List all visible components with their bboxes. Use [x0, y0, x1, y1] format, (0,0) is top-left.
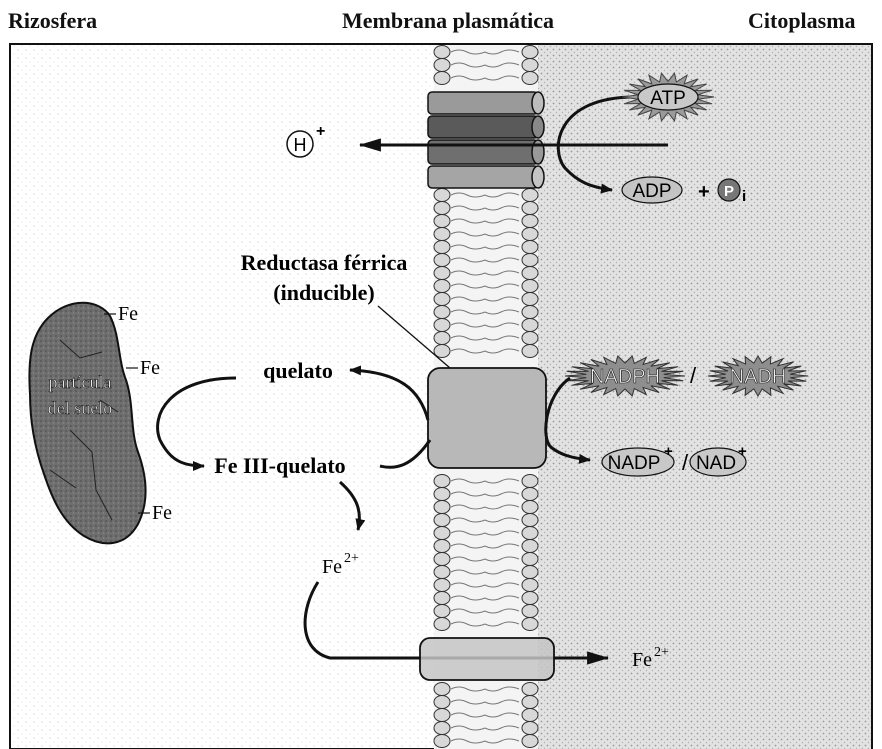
lipid-head: [522, 553, 538, 566]
lipid-head: [522, 696, 538, 709]
lipid-head: [434, 202, 450, 215]
particle-label-1: partícula: [49, 372, 112, 392]
lipid-head: [434, 228, 450, 241]
lipid-head: [522, 254, 538, 267]
lipid-head: [522, 345, 538, 358]
lipid-head: [434, 215, 450, 228]
lipid-head: [434, 592, 450, 605]
fe2-transported-label: Fe: [632, 649, 652, 671]
lipid-head: [522, 514, 538, 527]
lipid-head: [434, 280, 450, 293]
lipid-head: [522, 605, 538, 618]
lipid-head: [434, 527, 450, 540]
lipid-head: [522, 475, 538, 488]
lipid-head: [522, 215, 538, 228]
lipid-head: [434, 566, 450, 579]
nad-label: NAD: [696, 453, 736, 474]
fe-label-1: Fe: [118, 303, 138, 325]
fe2-charge: 2+: [344, 551, 359, 566]
lipid-head: [522, 566, 538, 579]
proton-symbol: H: [294, 135, 307, 155]
product-separator: /: [682, 450, 689, 475]
lipid-head: [522, 267, 538, 280]
lipid-head: [434, 501, 450, 514]
atp-label: ATP: [650, 88, 686, 109]
lipid-head: [434, 319, 450, 332]
chelate-label: quelato: [263, 358, 333, 383]
fe3-chelate-label: Fe III-quelato: [214, 453, 345, 478]
lipid-head: [522, 735, 538, 748]
lipid-head: [522, 59, 538, 72]
fe2-label: Fe: [322, 556, 342, 578]
reductase-label-2: (inducible): [273, 280, 374, 305]
cytoplasm-region: [538, 45, 871, 749]
lipid-head: [434, 475, 450, 488]
lipid-head: [434, 46, 450, 59]
lipid-head: [434, 59, 450, 72]
adp-label: ADP: [632, 181, 671, 202]
lipid-head: [522, 722, 538, 735]
lipid-head: [434, 267, 450, 280]
nad-charge: +: [738, 443, 747, 460]
lipid-head: [522, 202, 538, 215]
lipid-head: [522, 241, 538, 254]
lipid-head: [434, 540, 450, 553]
lipid-head: [522, 72, 538, 85]
lipid-head: [522, 293, 538, 306]
fe-label-3: Fe: [152, 502, 172, 524]
lipid-head: [522, 488, 538, 501]
lipid-head: [434, 332, 450, 345]
lipid-head: [434, 293, 450, 306]
lipid-head: [522, 501, 538, 514]
lipid-head: [522, 592, 538, 605]
reductase-label-1: Reductasa férrica: [241, 250, 408, 275]
lipid-head: [522, 618, 538, 631]
lipid-head: [434, 306, 450, 319]
donor-separator: /: [690, 363, 697, 388]
ferric-reductase: [428, 368, 546, 468]
proton-pump: [428, 92, 544, 188]
lipid-head: [434, 618, 450, 631]
lipid-head: [522, 319, 538, 332]
nadp-charge: +: [664, 443, 673, 460]
lipid-head: [434, 683, 450, 696]
lipid-head: [522, 332, 538, 345]
lipid-head: [434, 605, 450, 618]
lipid-head: [434, 709, 450, 722]
nadph-label: NADPH: [590, 366, 660, 388]
lipid-head: [522, 527, 538, 540]
lipid-head: [522, 46, 538, 59]
fe2-transported-charge: 2+: [654, 645, 669, 660]
lipid-head: [522, 579, 538, 592]
lipid-head: [434, 514, 450, 527]
lipid-head: [522, 683, 538, 696]
lipid-head: [434, 579, 450, 592]
lipid-head: [522, 228, 538, 241]
fe2-transporter: [420, 638, 554, 680]
lipid-head: [434, 488, 450, 501]
lipid-head: [434, 72, 450, 85]
lipid-head: [434, 696, 450, 709]
lipid-head: [522, 189, 538, 202]
lipid-head: [522, 540, 538, 553]
nadp-label: NADP: [608, 453, 661, 474]
lipid-head: [434, 241, 450, 254]
phosphate-subscript: i: [742, 188, 746, 205]
lipid-head: [522, 280, 538, 293]
fe-label-2: Fe: [140, 357, 160, 379]
lipid-head: [434, 189, 450, 202]
lipid-head: [434, 254, 450, 267]
plus-sign: +: [698, 181, 710, 203]
lipid-head: [434, 735, 450, 748]
lipid-head: [434, 722, 450, 735]
lipid-head: [522, 709, 538, 722]
lipid-head: [522, 306, 538, 319]
particle-label-2: del suelo: [48, 398, 113, 418]
lipid-head: [434, 553, 450, 566]
phosphate-symbol: P: [724, 183, 734, 200]
nadh-label: NADH: [730, 366, 787, 388]
proton-charge: +: [316, 123, 325, 140]
